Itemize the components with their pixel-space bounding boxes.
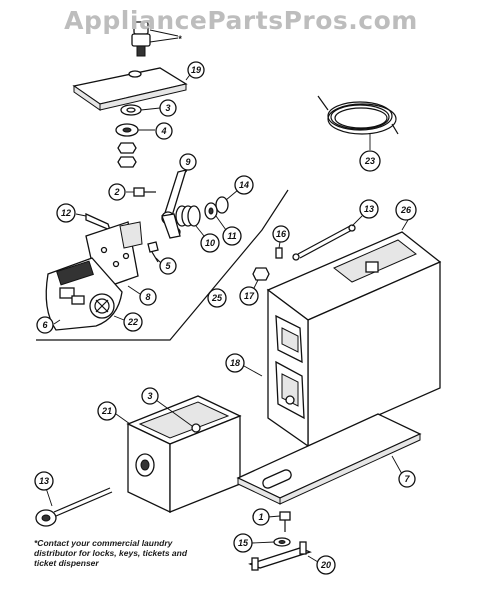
mounting-plate-part	[72, 67, 188, 111]
svg-text:14: 14	[239, 180, 249, 190]
screw-part	[133, 187, 156, 197]
coin-box-cabinet-part	[266, 231, 442, 448]
svg-text:12: 12	[61, 208, 71, 218]
callout-9: 9	[179, 153, 197, 171]
svg-text:21: 21	[101, 406, 112, 416]
watermark-logo: AppliancePartsPros.com	[64, 6, 418, 35]
svg-text:18: 18	[230, 358, 240, 368]
hex-nut-part	[117, 142, 137, 154]
base-plate-part	[236, 413, 422, 505]
callout-8: 8	[139, 288, 157, 306]
callout-1: 1	[252, 508, 270, 526]
callout-11: 11	[222, 226, 242, 246]
callout-10: 10	[200, 233, 220, 253]
lock-cylinder-part	[131, 21, 179, 57]
callout-13-upper: 13	[359, 199, 379, 219]
svg-text:13: 13	[39, 476, 49, 486]
svg-text:19: 19	[191, 65, 201, 75]
svg-text:6: 6	[42, 320, 48, 330]
retaining-ring-part	[215, 196, 229, 214]
svg-text:2: 2	[113, 187, 119, 197]
svg-text:4: 4	[160, 126, 166, 136]
callout-7: 7	[398, 470, 416, 488]
svg-text:3: 3	[165, 103, 170, 113]
callout-6: 6	[36, 316, 54, 334]
svg-text:3: 3	[147, 391, 152, 401]
callout-12: 12	[56, 203, 76, 223]
svg-text:15: 15	[238, 538, 249, 548]
svg-text:22: 22	[127, 317, 138, 327]
asterisk-mark: *	[178, 34, 182, 44]
callout-15: 15	[233, 533, 253, 553]
spring-part	[175, 205, 201, 227]
callout-25: 25	[207, 288, 227, 308]
callout-2: 2	[108, 183, 126, 201]
svg-text:1: 1	[258, 512, 263, 522]
svg-text:23: 23	[364, 156, 375, 166]
stud-part	[275, 247, 283, 259]
svg-text:8: 8	[145, 292, 150, 302]
callout-17: 17	[239, 286, 259, 306]
callout-16: 16	[272, 225, 290, 243]
svg-text:13: 13	[364, 204, 374, 214]
callout-21: 21	[97, 401, 117, 421]
lever-arm-part	[161, 169, 187, 239]
callout-26: 26	[395, 199, 417, 221]
svg-text:10: 10	[205, 238, 215, 248]
callout-3: 3	[159, 99, 177, 117]
svg-text:16: 16	[276, 229, 287, 239]
callout-22: 22	[123, 312, 143, 332]
coin-mechanism-part	[45, 257, 123, 331]
assembly-bracket-line	[36, 189, 289, 341]
coin-vault-box-part	[126, 395, 242, 514]
svg-text:26: 26	[400, 205, 412, 215]
locking-rod-part	[35, 487, 113, 527]
svg-text:25: 25	[211, 293, 223, 303]
svg-text:7: 7	[404, 474, 410, 484]
svg-text:9: 9	[185, 157, 190, 167]
svg-text:17: 17	[244, 291, 255, 301]
screw-part	[279, 511, 291, 532]
tie-rod-part	[292, 224, 356, 261]
callout-19: 19	[187, 61, 205, 79]
callout-3-lower: 3	[141, 387, 159, 405]
hex-nut-part	[117, 156, 137, 168]
callout-13-lower: 13	[34, 471, 54, 491]
svg-text:20: 20	[320, 560, 331, 570]
screw-part	[147, 241, 159, 263]
clamp-bar-part	[248, 541, 312, 571]
svg-text:5: 5	[165, 261, 171, 271]
callout-23: 23	[359, 150, 381, 172]
callout-5: 5	[159, 257, 177, 275]
pin-part	[85, 212, 112, 232]
distributor-note: *Contact your commercial laundry distrib…	[34, 538, 188, 568]
callout-14: 14	[234, 175, 254, 195]
callout-4: 4	[155, 122, 173, 140]
callout-18: 18	[225, 353, 245, 373]
wire-harness-coil-part	[317, 95, 399, 135]
hex-nut-part	[252, 267, 270, 281]
svg-text:11: 11	[227, 231, 236, 241]
callout-20: 20	[316, 555, 336, 575]
